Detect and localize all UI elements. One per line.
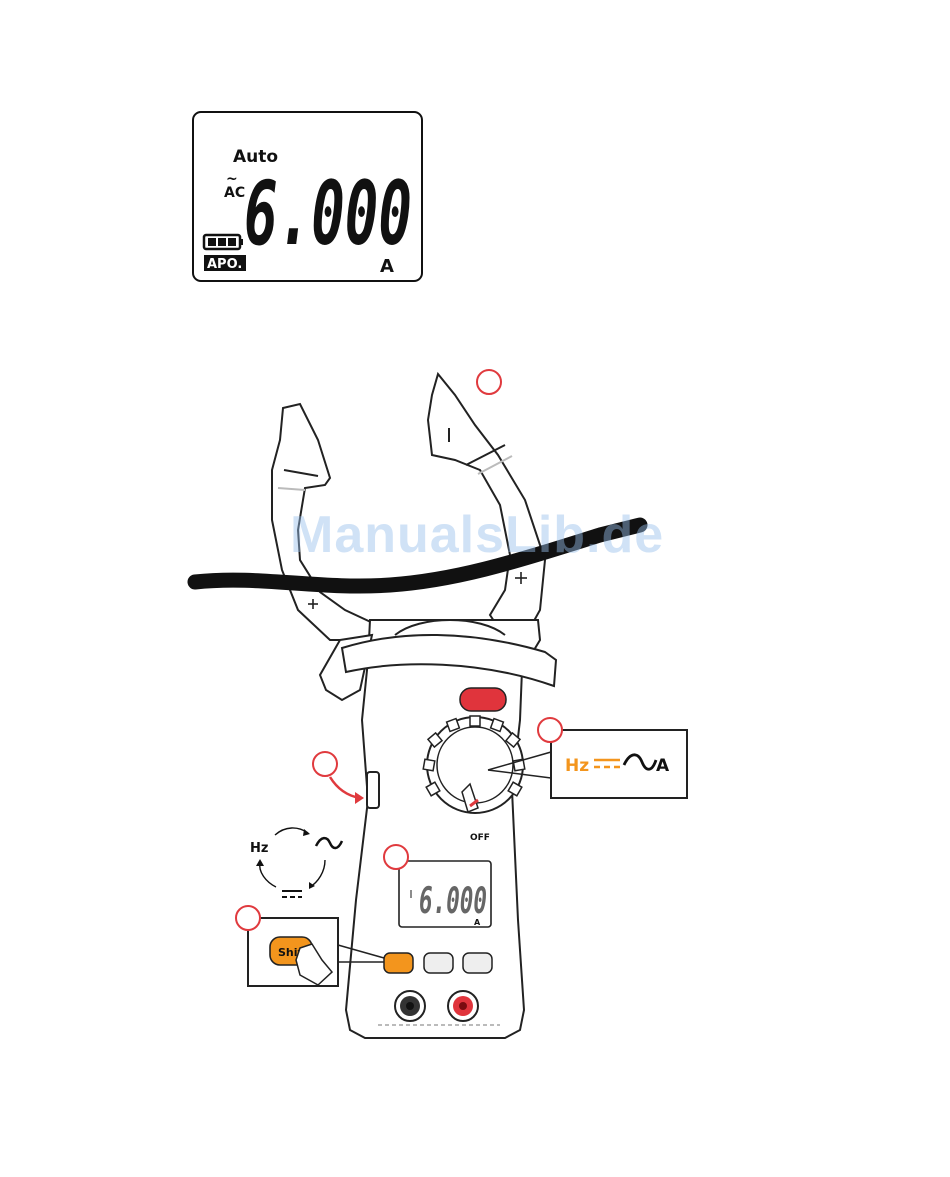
function-cycle-diagram: Hz	[250, 828, 342, 897]
device-display-unit: A	[474, 918, 481, 927]
cycle-ac-icon	[316, 838, 342, 848]
dial-off-label: OFF	[470, 833, 490, 843]
power-button[interactable]	[460, 688, 506, 711]
meter-body	[320, 620, 556, 1038]
shift-front-button[interactable]	[384, 953, 413, 973]
front-button-3[interactable]	[463, 953, 492, 973]
device-display-reading: 6.000	[419, 881, 487, 922]
watermark: ManualsLib.de	[290, 505, 664, 565]
lcd-reading: 6.000	[244, 162, 412, 265]
com-jack[interactable]	[395, 991, 425, 1021]
step-marker-display	[384, 845, 408, 869]
lcd-apo-label: APO.	[207, 257, 242, 272]
callout-hz-label: Hz	[565, 756, 589, 776]
step-marker-jaw	[477, 370, 501, 394]
lcd-ac-label: AC	[224, 185, 245, 201]
cycle-dc-icon	[282, 891, 302, 897]
lcd-panel: Auto ~ AC 6.000 APO. A	[193, 112, 422, 281]
front-button-2[interactable]	[424, 953, 453, 973]
step-marker-dial	[538, 718, 562, 742]
device-display: 6.000 A	[399, 861, 491, 927]
step-marker-trigger	[313, 752, 337, 776]
lcd-unit: A	[380, 256, 394, 277]
step-marker-shift	[236, 906, 260, 930]
input-jack[interactable]	[448, 991, 478, 1021]
cycle-hz-label: Hz	[250, 841, 268, 856]
callout-amp-label: A	[656, 756, 670, 776]
